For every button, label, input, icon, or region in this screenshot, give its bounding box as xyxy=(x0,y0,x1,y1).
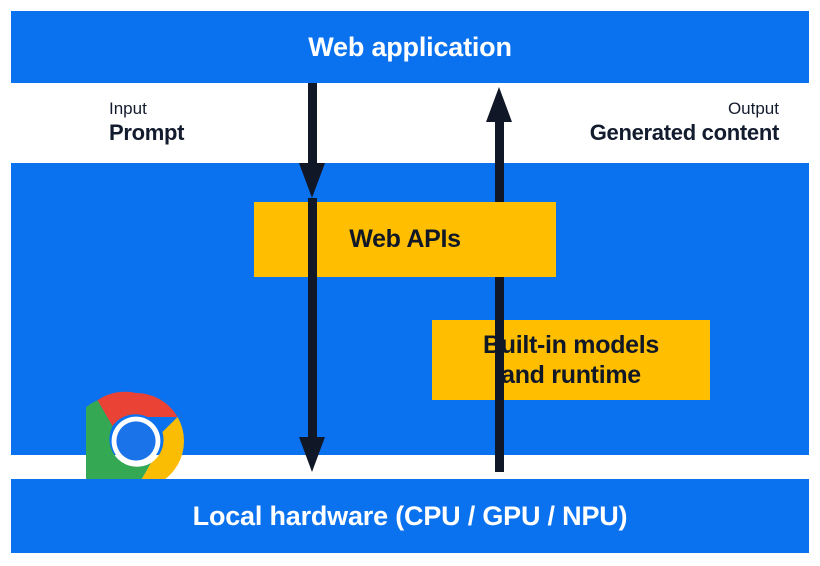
arrow-up-icon-overlay-built-in xyxy=(495,320,504,400)
box-built-in-models-label: Built-in models and runtime xyxy=(483,330,659,391)
arrow-down-icon-segment-top xyxy=(308,83,317,167)
box-built-in-models-line2: and runtime xyxy=(501,361,641,389)
arrow-down-icon-segment-bottom xyxy=(308,198,317,440)
arrow-up-icon-segment xyxy=(495,118,504,472)
box-built-in-models-line1: Built-in models xyxy=(482,330,660,359)
annotation-output: Output Generated content xyxy=(589,99,780,147)
annotation-output-kicker: Output xyxy=(727,99,779,118)
chrome-logo-icon xyxy=(86,391,185,491)
arrow-down-icon-overlay-web-apis xyxy=(308,202,317,277)
annotation-input-kicker: Input xyxy=(109,99,147,118)
box-built-in-models: Built-in models and runtime xyxy=(432,320,710,400)
annotation-input: Input Prompt xyxy=(109,99,185,147)
band-web-application-label: Web application xyxy=(308,31,512,62)
band-local-hardware-label: Local hardware (CPU / GPU / NPU) xyxy=(192,500,628,531)
arrow-down-icon-head-upper xyxy=(299,163,325,198)
box-web-apis-label: Web APIs xyxy=(349,225,461,254)
arrow-down-icon-head-lower xyxy=(299,437,325,472)
annotation-output-value: Generated content xyxy=(589,119,780,145)
box-web-apis: Web APIs xyxy=(254,202,556,277)
arrow-up-icon-head xyxy=(486,87,512,122)
band-web-application: Web application xyxy=(11,11,809,83)
annotation-input-value: Prompt xyxy=(109,119,185,145)
band-local-hardware: Local hardware (CPU / GPU / NPU) xyxy=(11,479,809,553)
